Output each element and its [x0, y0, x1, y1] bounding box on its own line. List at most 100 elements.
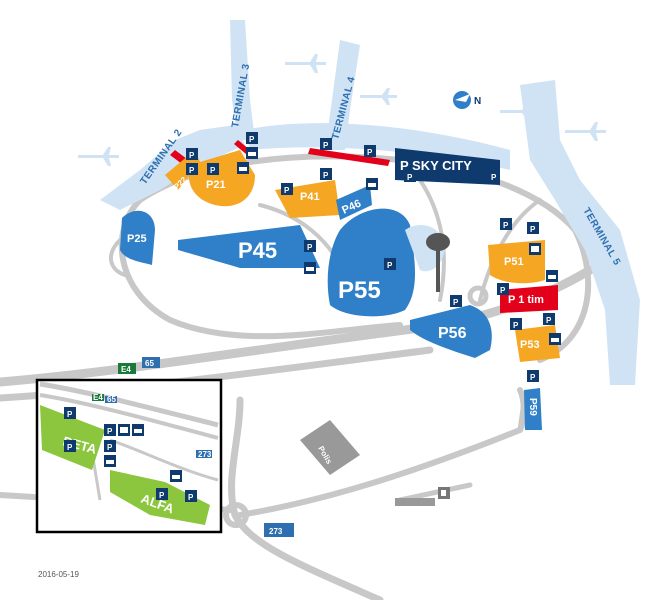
tower-icon [426, 233, 450, 292]
parking-pay-icon: P [510, 318, 522, 330]
svg-text:P: P [491, 173, 497, 182]
svg-text:P: P [530, 373, 536, 382]
bus-icon [118, 424, 130, 436]
road-65-label: 65 [145, 359, 154, 368]
pier-main [245, 123, 510, 170]
parking-pay-icon: P [281, 183, 293, 195]
p21-label: P21 [206, 179, 226, 191]
parking-signs: P P P P P P P P P P P P P P P P P P P [186, 132, 561, 382]
plane-icon [78, 147, 119, 166]
terminal-4-area [325, 40, 360, 150]
svg-text:P: P [67, 443, 73, 452]
road-e4-label: E4 [121, 365, 131, 374]
car-icon [366, 178, 378, 190]
car-icon [237, 162, 249, 174]
parking-pay-icon: P [497, 283, 509, 295]
fuel-icon [438, 487, 450, 499]
svg-text:P: P [513, 321, 519, 330]
p41-label: P41 [300, 191, 320, 203]
road-shield-273: 273 [264, 523, 294, 537]
parking-pay-icon: P [186, 148, 198, 160]
parking-check-icon: P [527, 370, 539, 382]
road-p59 [517, 392, 528, 433]
parking-check-icon: P [543, 313, 555, 325]
svg-text:P: P [530, 225, 536, 234]
svg-text:P: P [323, 171, 329, 180]
p59-label: P59 [527, 398, 538, 416]
parking-check-icon: P [320, 168, 332, 180]
svg-text:P: P [210, 166, 216, 175]
road-west-spur [109, 238, 127, 277]
parking-check-icon: P [185, 490, 197, 502]
road-273-label: 273 [269, 527, 283, 536]
svg-text:P: P [307, 243, 313, 252]
svg-text:P: P [159, 491, 165, 500]
p45-area [178, 225, 320, 268]
car-icon [549, 333, 561, 345]
road-shield-273-inset: 273 [196, 450, 212, 459]
skycity-area [395, 148, 500, 185]
p51-label: P51 [504, 256, 524, 268]
parking-check-icon: P [364, 145, 376, 157]
svg-text:P: P [387, 261, 393, 270]
compass-icon: N [453, 91, 481, 109]
p55-area [327, 208, 415, 317]
road-e4-inset-label: E4 [93, 393, 103, 402]
svg-text:P: P [503, 221, 509, 230]
p1tim-label: P 1 tim [508, 294, 544, 306]
parking-pay-icon: P [246, 132, 258, 144]
terminal-2-area [100, 125, 245, 210]
svg-text:P: P [189, 151, 195, 160]
svg-text:P: P [367, 148, 373, 157]
road-273-inset-label: 273 [198, 450, 212, 459]
car-icon [132, 424, 144, 436]
road-polis [397, 482, 473, 503]
bus-icon [529, 243, 541, 255]
road-south-273 [228, 396, 384, 600]
road-inner-3 [478, 198, 542, 302]
building-south [395, 498, 435, 506]
road-shield-65: 65 [142, 357, 160, 368]
skycity-label: P SKY CITY [400, 158, 472, 173]
parking-check-icon: P [64, 440, 76, 452]
parking-pay-icon: P [500, 218, 512, 230]
p1tim-area [500, 285, 558, 313]
parking-pay-icon: P [156, 488, 168, 500]
p53-area [515, 325, 560, 362]
roundabout-south [223, 502, 249, 528]
svg-text:P: P [188, 493, 194, 502]
car-icon [246, 147, 258, 159]
terminal-areas [100, 20, 640, 385]
map-date: 2016-05-19 [38, 570, 79, 579]
road-inner-2 [418, 178, 446, 302]
plane-icon [565, 122, 606, 141]
p45-label: P45 [238, 238, 277, 263]
p55-label: P55 [338, 277, 381, 304]
parking-check-icon: P [384, 258, 396, 270]
road-shield-e4-inset: E4 [92, 393, 104, 402]
terminal-5-area [520, 80, 640, 385]
p56-area [410, 305, 492, 358]
roundabout-east [467, 285, 489, 307]
terminal-3-area [230, 20, 255, 140]
svg-text:P: P [107, 427, 113, 436]
parking-check-icon: P [527, 222, 539, 234]
red-zone-t4 [308, 148, 390, 166]
parking-check-icon: P [488, 170, 500, 182]
p59-area [524, 388, 542, 430]
road-se [237, 387, 527, 518]
svg-text:P: P [453, 298, 459, 307]
road-65-inset-label: 65 [107, 395, 116, 404]
p56-label: P56 [438, 325, 467, 342]
p53-label: P53 [520, 339, 540, 351]
svg-text:P: P [323, 141, 329, 150]
svg-text:P: P [546, 316, 552, 325]
plane-icons [78, 54, 606, 166]
road-shield-e4: E4 [118, 363, 136, 374]
svg-text:P: P [249, 135, 255, 144]
svg-text:P: P [107, 443, 113, 452]
parking-check-icon: P [104, 440, 116, 452]
p46-area [336, 185, 372, 220]
p25-label: P25 [127, 233, 147, 245]
